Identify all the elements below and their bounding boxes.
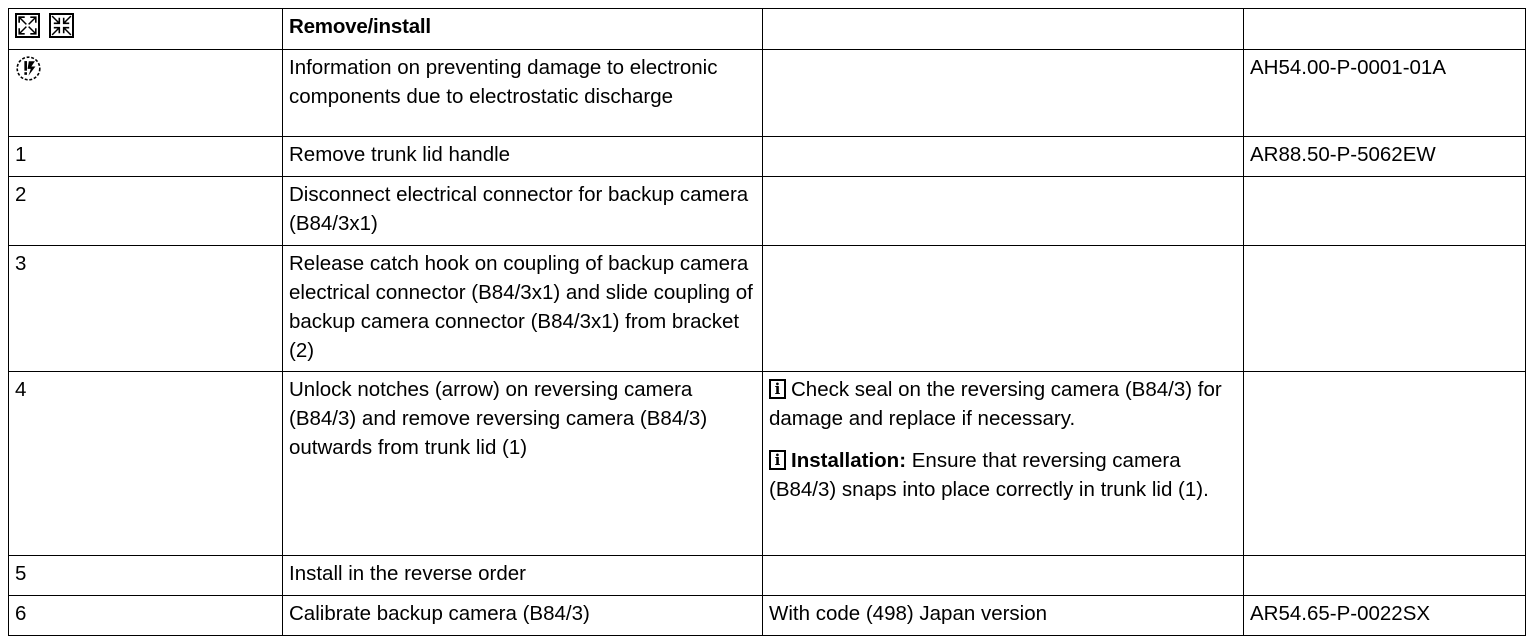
doc-ref-cell: AR54.65-P-0022SX — [1243, 595, 1526, 636]
table-row: 2 Disconnect electrical connector for ba… — [8, 176, 1526, 246]
table-row: 3 Release catch hook on coupling of back… — [8, 245, 1526, 372]
table-row: 4 Unlock notches (arrow) on reversing ca… — [8, 371, 1526, 556]
step-cell: 1 — [8, 136, 283, 177]
operation-cell: Unlock notches (arrow) on reversing came… — [282, 371, 763, 556]
step-cell: 2 — [8, 176, 283, 246]
doc-ref-cell — [1243, 176, 1526, 246]
note-cell — [762, 245, 1244, 372]
doc-ref-cell — [1243, 245, 1526, 372]
table-row: 6 Calibrate backup camera (B84/3) With c… — [8, 595, 1526, 636]
note-cell: With code (498) Japan version — [762, 595, 1244, 636]
page-title: Remove/install — [289, 15, 431, 38]
header-note-cell — [762, 8, 1244, 50]
operation-text: Remove trunk lid handle — [289, 143, 511, 166]
step-cell: 5 — [8, 555, 283, 596]
step-number: 1 — [15, 143, 27, 166]
note-cell — [762, 176, 1244, 246]
operation-text: Information on preventing damage to elec… — [289, 56, 718, 109]
operation-text: Disconnect electrical connector for back… — [289, 183, 749, 236]
doc-ref-text: AR88.50-P-5062EW — [1250, 143, 1436, 166]
expand-arrows-icon — [15, 13, 40, 38]
step-number: 6 — [15, 602, 27, 625]
table-row: Information on preventing damage to elec… — [8, 49, 1526, 137]
note-text: Check seal on the reversing camera (B84/… — [769, 378, 1222, 431]
doc-ref-cell: AR88.50-P-5062EW — [1243, 136, 1526, 177]
operation-text: Unlock notches (arrow) on reversing came… — [289, 378, 708, 460]
procedure-sheet: Remove/install — [8, 8, 1526, 636]
table-header-row: Remove/install — [8, 8, 1526, 50]
table-row: 1 Remove trunk lid handle AR88.50-P-5062… — [8, 136, 1526, 177]
step-number: 5 — [15, 562, 27, 585]
note-cell — [762, 136, 1244, 177]
table-row: 5 Install in the reverse order — [8, 555, 1526, 596]
doc-ref-text: AH54.00-P-0001-01A — [1250, 56, 1447, 79]
header-doc-cell — [1243, 8, 1526, 50]
operation-text: Release catch hook on coupling of backup… — [289, 252, 753, 363]
doc-ref-cell: AH54.00-P-0001-01A — [1243, 49, 1526, 137]
step-number: 4 — [15, 378, 27, 401]
note-cell — [762, 555, 1244, 596]
note-cell — [762, 49, 1244, 137]
header-icons-cell — [8, 8, 283, 50]
note-text: Ensure that reversing camera (B84/3) sna… — [769, 449, 1209, 502]
operation-cell: Install in the reverse order — [282, 555, 763, 596]
step-cell: 3 — [8, 245, 283, 372]
step-cell: 6 — [8, 595, 283, 636]
operation-cell: Information on preventing damage to elec… — [282, 49, 763, 137]
procedure-table: Remove/install — [8, 8, 1526, 636]
operation-cell: Calibrate backup camera (B84/3) — [282, 595, 763, 636]
note-lead: Installation: — [791, 449, 907, 473]
operation-text: Calibrate backup camera (B84/3) — [289, 602, 590, 625]
doc-ref-cell — [1243, 555, 1526, 596]
operation-cell: Remove trunk lid handle — [282, 136, 763, 177]
step-number: 2 — [15, 183, 27, 206]
info-icon: i — [769, 379, 786, 399]
esd-warning-icon — [15, 55, 42, 82]
operation-cell: Disconnect electrical connector for back… — [282, 176, 763, 246]
info-icon: i — [769, 450, 786, 471]
step-cell-esd — [8, 49, 283, 137]
contract-arrows-icon — [49, 13, 74, 38]
note-text: With code (498) Japan version — [769, 602, 1048, 625]
operation-cell: Release catch hook on coupling of backup… — [282, 245, 763, 372]
operation-text: Install in the reverse order — [289, 562, 527, 585]
step-number: 3 — [15, 252, 27, 275]
step-cell: 4 — [8, 371, 283, 556]
doc-ref-text: AR54.65-P-0022SX — [1250, 602, 1431, 625]
doc-ref-cell — [1243, 371, 1526, 556]
header-title-cell: Remove/install — [282, 8, 763, 50]
